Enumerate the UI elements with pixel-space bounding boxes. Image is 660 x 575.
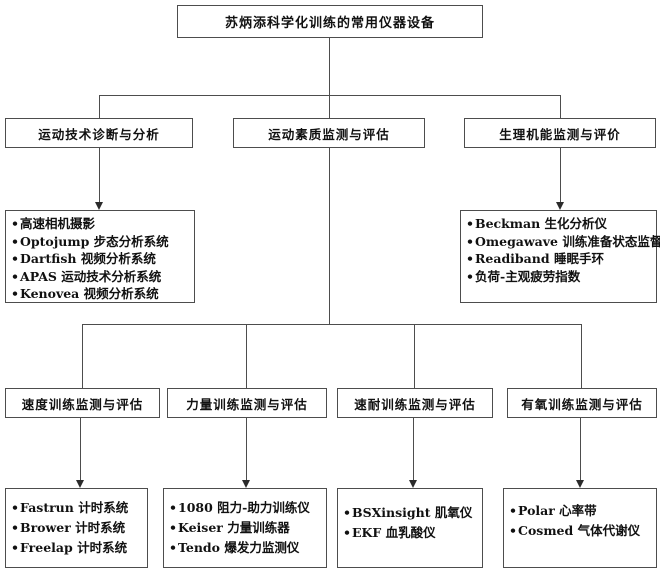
list-item: Dartfish 视频分析系统 [11,250,191,268]
list-item: Omegawave 训练准备状态监督仪 [466,233,660,251]
category-technique-box: 运动技术诊断与分析 [5,118,193,148]
arrow-down-icon [95,202,103,210]
list-item: 1080 阻力-助力训练仪 [169,498,323,518]
connector-drop-speed [82,324,83,388]
connector-aerobic-list [580,418,581,480]
speed-equipment-list: Fastrun 计时系统 Brower 计时系统 Freelap 计时系统 [5,488,148,568]
subcategory-speed-label: 速度训练监测与评估 [21,396,144,412]
connector-title-down [329,38,330,95]
category-physiology-label: 生理机能监测与评价 [499,126,621,142]
list-item: Freelap 计时系统 [11,538,144,558]
connector-fitness-down [329,148,330,324]
subcategory-speed-box: 速度训练监测与评估 [5,388,160,418]
speed-endurance-equipment-list: BSXinsight 肌氧仪 EKF 血乳酸仪 [337,488,483,568]
arrow-down-icon [409,480,417,488]
list-item: APAS 运动技术分析系统 [11,268,191,286]
list-item: EKF 血乳酸仪 [343,523,479,543]
list-item: Brower 计时系统 [11,518,144,538]
connector-drop-technique [99,95,100,118]
category-fitness-box: 运动素质监测与评估 [233,118,425,148]
list-item: Keiser 力量训练器 [169,518,323,538]
list-item: Kenovea 视频分析系统 [11,285,191,303]
aerobic-equipment-list: Polar 心率带 Cosmed 气体代谢仪 [503,488,657,568]
strength-equipment-list: 1080 阻力-助力训练仪 Keiser 力量训练器 Tendo 爆发力监测仪 [163,488,327,568]
connector-physiology-list [560,148,561,203]
list-item: Readiband 睡眠手环 [466,250,653,268]
list-item: Beckman 生化分析仪 [466,215,653,233]
connector-technique-list [99,148,100,203]
connector-drop-physiology [560,95,561,118]
list-item: Tendo 爆发力监测仪 [169,538,323,558]
list-item: 负荷-主观疲劳指数 [466,268,653,286]
subcategory-strength-box: 力量训练监测与评估 [167,388,327,418]
arrow-down-icon [76,480,84,488]
category-physiology-box: 生理机能监测与评价 [464,118,656,148]
technique-equipment-list: 高速相机摄影 Optojump 步态分析系统 Dartfish 视频分析系统 A… [5,210,195,303]
connector-drop-strength [246,324,247,388]
arrow-down-icon [242,480,250,488]
list-item: 高速相机摄影 [11,215,191,233]
list-item: Optojump 步态分析系统 [11,233,191,251]
connector-speed-list [80,418,81,480]
connector-speed-endurance-list [413,418,414,480]
subcategory-aerobic-box: 有氧训练监测与评估 [507,388,657,418]
connector-strength-list [246,418,247,480]
connector-level2-horizontal [99,95,561,96]
arrow-down-icon [576,480,584,488]
subcategory-speed-endurance-box: 速耐训练监测与评估 [337,388,493,418]
subcategory-strength-label: 力量训练监测与评估 [186,396,308,412]
list-item: Polar 心率带 [509,501,653,521]
subcategory-aerobic-label: 有氧训练监测与评估 [521,396,643,412]
arrow-down-icon [556,202,564,210]
diagram-title: 苏炳添科学化训练的常用仪器设备 [224,16,435,31]
physiology-equipment-list: Beckman 生化分析仪 Omegawave 训练准备状态监督仪 Readib… [460,210,660,303]
category-technique-label: 运动技术诊断与分析 [38,126,160,142]
connector-drop-fitness [329,95,330,118]
connector-drop-aerobic [581,324,582,388]
connector-level3-horizontal [82,324,582,325]
subcategory-speed-endurance-label: 速耐训练监测与评估 [354,396,476,412]
category-fitness-label: 运动素质监测与评估 [268,126,390,142]
list-item: BSXinsight 肌氧仪 [343,503,479,523]
list-item: Fastrun 计时系统 [11,498,144,518]
title-box: 苏炳添科学化训练的常用仪器设备 [177,5,483,38]
list-item: Cosmed 气体代谢仪 [509,521,653,541]
connector-drop-speed-endurance [414,324,415,388]
